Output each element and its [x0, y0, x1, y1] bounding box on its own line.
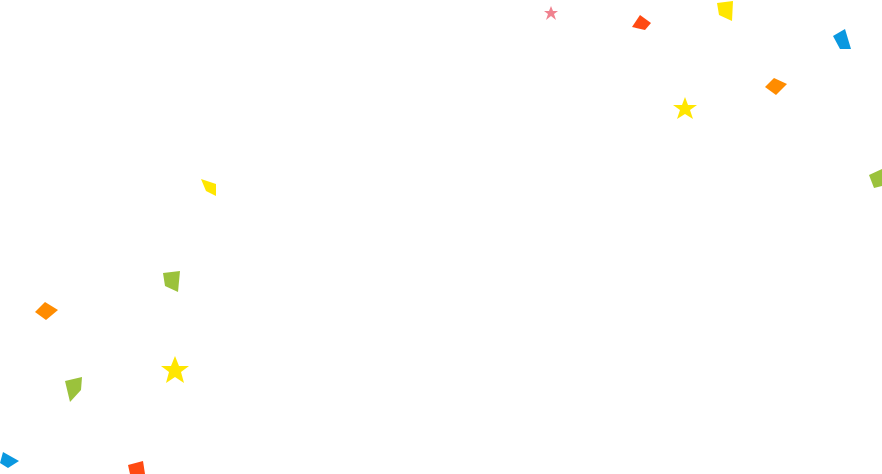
quad-confetti-icon: [833, 29, 851, 49]
quad-confetti-icon: [717, 1, 733, 21]
star-confetti-icon: [161, 356, 189, 383]
quad-confetti-icon: [65, 377, 82, 402]
quad-confetti-icon: [632, 15, 651, 30]
quad-confetti-icon: [869, 169, 882, 188]
quad-confetti-icon: [0, 452, 19, 468]
star-confetti-icon: [544, 6, 558, 20]
star-confetti-icon: [673, 97, 697, 119]
quad-confetti-icon: [201, 179, 216, 196]
diamond-confetti-icon: [35, 302, 58, 320]
quad-confetti-icon: [128, 461, 145, 474]
diamond-confetti-icon: [765, 78, 787, 95]
quad-confetti-icon: [163, 271, 180, 292]
